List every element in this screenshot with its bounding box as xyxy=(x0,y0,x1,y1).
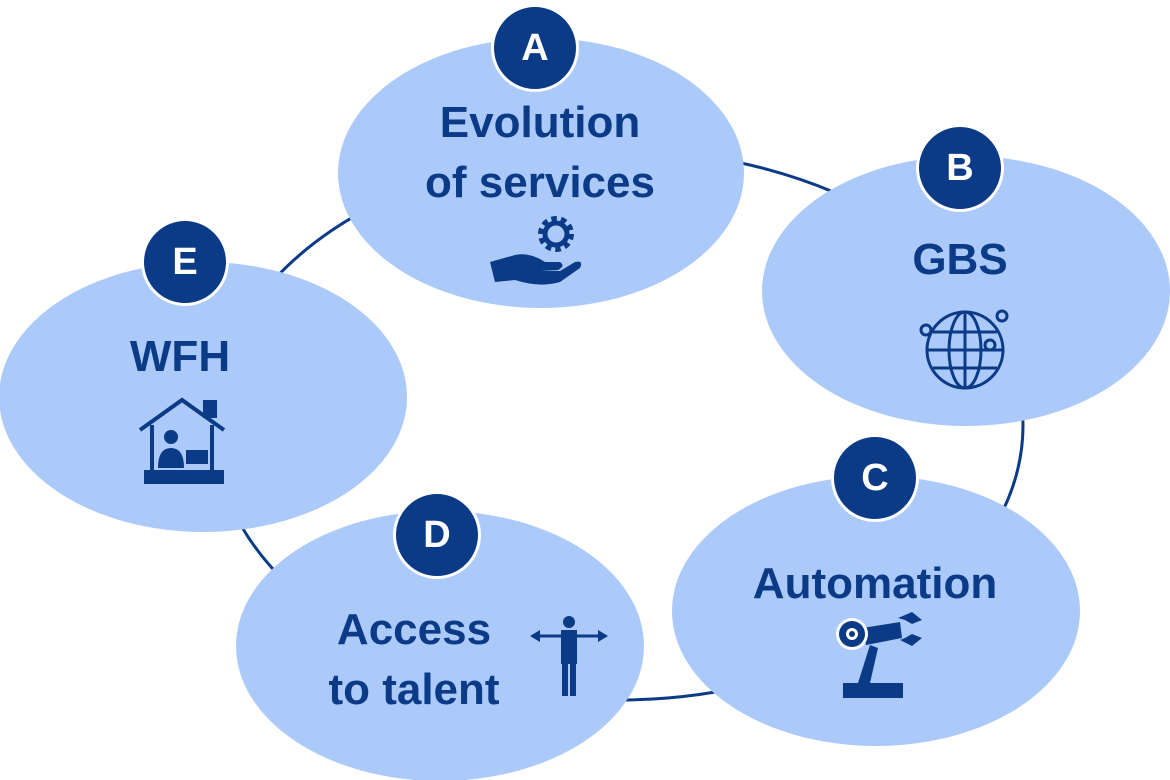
globe-network-icon xyxy=(919,309,1009,390)
label-d: Access to talent xyxy=(328,600,499,720)
badge-c: C xyxy=(831,434,919,522)
label-b: GBS xyxy=(912,230,1007,290)
badge-b: B xyxy=(916,124,1004,212)
bubble-c xyxy=(672,476,1080,746)
label-a: Evolution of services xyxy=(425,93,655,213)
badge-d: D xyxy=(393,491,481,579)
label-e-line-1: WFH xyxy=(129,332,231,381)
person-arrows-icon xyxy=(530,616,608,696)
label-a-line-1: Evolution xyxy=(439,98,641,147)
label-c: Automation xyxy=(753,554,997,614)
label-d-line-2: to talent xyxy=(328,665,500,714)
badge-e: E xyxy=(141,218,229,306)
label-c-line-1: Automation xyxy=(752,559,998,608)
label-a-line-2: of services xyxy=(425,158,655,207)
bubble-e xyxy=(0,262,407,532)
bubble-d xyxy=(236,511,644,780)
home-office-icon xyxy=(138,397,226,484)
bubble-b xyxy=(762,156,1170,426)
badge-a: A xyxy=(491,4,579,92)
hand-gear-icon xyxy=(490,216,582,285)
label-e: WFH xyxy=(130,327,230,387)
bubble-a xyxy=(338,38,744,308)
robot-arm-icon xyxy=(836,612,922,698)
label-d-line-1: Access xyxy=(336,605,492,654)
label-b-line-1: GBS xyxy=(912,235,1008,284)
